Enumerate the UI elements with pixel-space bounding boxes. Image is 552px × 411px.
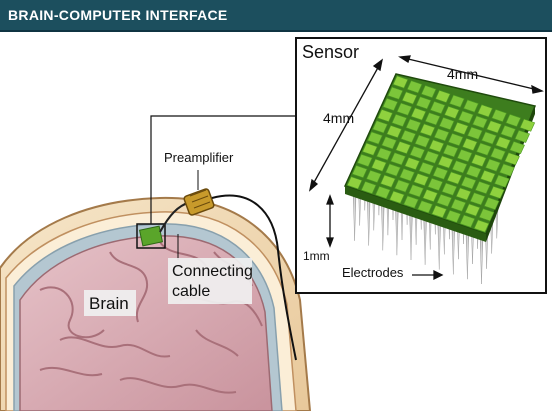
brain-label: Brain: [89, 294, 129, 314]
width-dimension-label: 4mm: [447, 66, 478, 82]
length-dimension-label: 4mm: [323, 110, 354, 126]
cable-label-line1: Connecting: [172, 262, 253, 282]
height-dimension-label: 1mm: [303, 249, 330, 263]
sensor-label: Sensor: [302, 42, 359, 63]
preamplifier-label: Preamplifier: [164, 150, 233, 165]
implant-chip: [140, 226, 163, 246]
cable-label: Connecting cable: [172, 262, 253, 302]
electrodes-label: Electrodes: [342, 265, 403, 280]
cable-label-line2: cable: [172, 282, 253, 302]
